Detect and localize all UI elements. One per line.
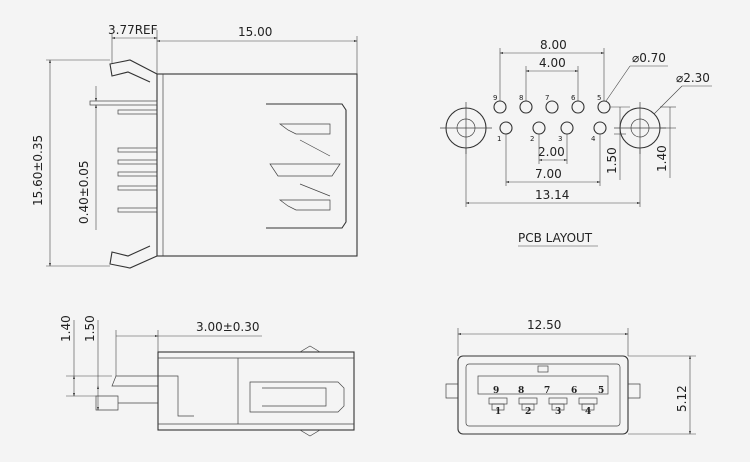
pin-label-5: 5 [597,94,601,102]
pin-label-4: 4 [591,135,596,143]
pin-holes-bottom [499,121,607,135]
pcb-dim-13: 13.14 [535,188,569,202]
pin-holes-top [493,100,611,114]
pcb-layout-view: 9 8 7 6 5 1 2 3 4 8.00 4.00 2.00 7.00 13… [440,38,712,247]
front-pin-1: 1 [495,407,501,417]
pin-label-7: 7 [545,94,549,102]
ref-dimension-label: 3.77REF [108,23,158,37]
pcb-dim-4: 4.00 [539,56,566,70]
front-pin-3: 3 [555,407,561,417]
connector-body [156,73,358,257]
front-pin-2: 2 [525,407,531,417]
side-dim-300: 3.00±0.30 [196,320,260,334]
front-pin-5: 5 [598,386,604,396]
top-view: 3.77REF 15.00 15.60±0.35 0.40±0.05 [31,23,358,269]
front-pin-4: 4 [585,407,591,417]
pin-label-8: 8 [519,94,523,102]
front-pin-7: 7 [544,386,550,396]
pin-legs [89,100,158,213]
front-pin-6: 6 [571,386,577,396]
side-dim-140: 1.40 [59,315,73,342]
length-dimension-label: 15.00 [238,25,272,39]
front-pin-9: 9 [493,386,499,396]
shell-tab-bottom [109,245,158,269]
pcb-dim-150: 1.50 [605,147,619,174]
front-contacts [488,397,598,411]
tongue [477,375,609,395]
side-dim-150: 1.50 [83,315,97,342]
pcb-dim-140: 1.40 [655,145,669,172]
pcb-dim-7: 7.00 [535,167,562,181]
front-pin-8: 8 [518,386,524,396]
small-hole-callout: ⌀0.70 [632,51,666,65]
pin-label-3: 3 [558,135,562,143]
pcb-layout-title: PCB LAYOUT [518,231,593,245]
large-hole-callout: ⌀2.30 [676,71,710,85]
side-view: 3.00±0.30 1.40 1.50 [59,315,355,437]
pcb-dim-8: 8.00 [540,38,567,52]
front-height-dim: 5.12 [675,385,689,412]
front-view: 9 8 7 6 5 1 2 3 4 12.50 5.12 [445,318,696,435]
thickness-dimension-label: 0.40±0.05 [77,161,91,225]
pin-label-6: 6 [571,94,576,102]
height-dimension-label: 15.60±0.35 [31,135,45,206]
shell-tab-top [109,59,158,83]
pin-label-2: 2 [530,135,534,143]
spring-contacts [266,103,347,229]
side-body [157,351,355,431]
front-shell [457,355,629,435]
front-width-dim: 12.50 [527,318,561,332]
pin-label-1: 1 [497,135,501,143]
pin-label-9: 9 [493,94,497,102]
pcb-dim-2: 2.00 [538,145,565,159]
